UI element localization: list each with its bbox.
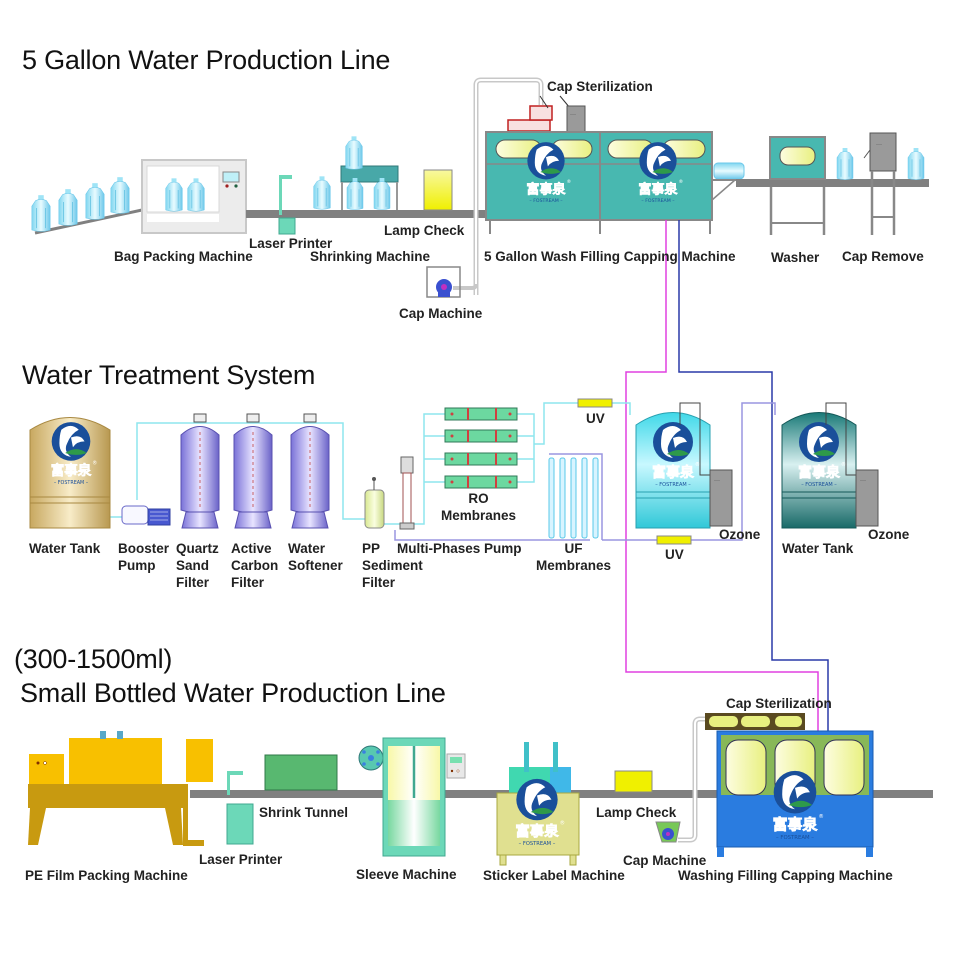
shrinking-machine (313, 136, 399, 210)
small-line-title: Small Bottled Water Production Line (20, 678, 446, 708)
booster-pump (121, 505, 171, 526)
label-water-softener: Water Softener (288, 541, 343, 573)
small-laser-printer (226, 771, 254, 845)
small-line-drawing (28, 713, 933, 866)
pe-film-packing-machine (28, 731, 213, 846)
uf-membranes (548, 457, 599, 539)
water-tank-cyan: ··· (635, 402, 733, 529)
ro-membranes (444, 407, 518, 489)
filter-vessels (180, 413, 330, 529)
label-water-tank-2: Water Tank (782, 541, 854, 556)
active-carbon-filter-vessel (233, 413, 273, 529)
gallon-conveyor-left (246, 210, 486, 218)
label-small-cap-machine: Cap Machine (623, 853, 707, 868)
gallon-wash-filling-capping-machine (485, 131, 713, 234)
svg-text:···: ··· (714, 478, 720, 484)
small-cap-sterilization (705, 713, 805, 730)
label-washer: Washer (771, 250, 820, 265)
label-sticker-label: Sticker Label Machine (483, 868, 625, 883)
sleeve-machine (358, 737, 466, 857)
svg-text:···: ··· (570, 112, 576, 118)
label-ozone-1: Ozone (719, 527, 761, 542)
treatment-title: Water Treatment System (22, 360, 316, 390)
label-ozone-2: Ozone (868, 527, 910, 542)
label-small-cap-sterilization: Cap Sterilization (726, 696, 832, 711)
shrink-tunnel (264, 754, 338, 791)
label-water-tank-1: Water Tank (29, 541, 101, 556)
gallon-laser-printer (278, 175, 296, 235)
incline-feed-conveyor (31, 177, 143, 235)
label-cap-machine: Cap Machine (399, 306, 483, 321)
bag-packing-machine (141, 159, 247, 234)
washer (769, 136, 826, 235)
gallon-conveyor-right (736, 179, 929, 187)
small-lamp-check (614, 770, 653, 793)
label-shrink-tunnel: Shrink Tunnel (259, 805, 349, 820)
treatment-drawing: ··· ··· (29, 398, 879, 545)
small-cap-machine (655, 716, 707, 843)
svg-text:···: ··· (860, 478, 866, 484)
small-line-subtitle: (300-1500ml) (14, 644, 173, 674)
gallon-cap-sterilization: ··· (507, 95, 586, 133)
water-tank-gold (29, 417, 111, 529)
uv-unit-bottom (656, 535, 692, 545)
label-quartz-sand: Quartz Sand Filter (176, 541, 219, 590)
water-softener-vessel (290, 413, 330, 529)
small-conveyor (190, 790, 737, 798)
label-bag-packing: Bag Packing Machine (114, 249, 253, 264)
blue-pipe (678, 220, 829, 733)
label-laser-printer: Laser Printer (249, 236, 333, 251)
uv-unit-top (577, 398, 613, 408)
label-uf-membranes: UF Membranes (536, 541, 612, 573)
gallon-line-title: 5 Gallon Water Production Line (22, 45, 391, 75)
label-cap-sterilization: Cap Sterilization (547, 79, 653, 94)
label-booster-pump: Booster Pump (118, 541, 170, 573)
quartz-sand-filter-vessel (180, 413, 220, 529)
label-pe-film: PE Film Packing Machine (25, 868, 188, 883)
magenta-pipe (625, 220, 819, 733)
pp-sediment-filter (364, 477, 385, 529)
svg-text:···: ··· (876, 142, 882, 148)
gallon-lamp-check (423, 169, 453, 211)
label-shrinking: Shrinking Machine (310, 249, 431, 264)
sideways-bottle (713, 162, 745, 180)
connecting-pipes (625, 220, 829, 733)
label-small-lamp-check: Lamp Check (596, 805, 677, 820)
cap-remove: ··· (863, 132, 897, 235)
label-lamp-check: Lamp Check (384, 223, 465, 238)
label-pp-sediment: PP Sediment Filter (362, 541, 423, 590)
label-ro-membranes: RO Membranes (441, 491, 517, 523)
label-sleeve: Sleeve Machine (356, 867, 457, 882)
label-active-carbon: Active Carbon Filter (231, 541, 279, 590)
multi-phases-pump (399, 456, 415, 530)
label-cap-remove: Cap Remove (842, 249, 924, 264)
gallon-cap-machine (426, 77, 544, 298)
label-uv-bottom: UV (665, 547, 684, 562)
label-washing-filling-capping: Washing Filling Capping Machine (678, 868, 893, 883)
label-uv-top: UV (586, 411, 605, 426)
sticker-label-machine (496, 742, 580, 866)
label-small-laser-printer: Laser Printer (199, 852, 283, 867)
gallon-line-drawing: ··· (31, 77, 929, 298)
washing-filling-capping-machine (716, 730, 874, 857)
label-multi-phases-pump: Multi-Phases Pump (397, 541, 522, 556)
water-tank-dark-teal: ··· (781, 402, 879, 529)
label-wash-filling-capping: 5 Gallon Wash Filling Capping Machine (484, 249, 736, 264)
lavender-pipes (394, 402, 776, 541)
